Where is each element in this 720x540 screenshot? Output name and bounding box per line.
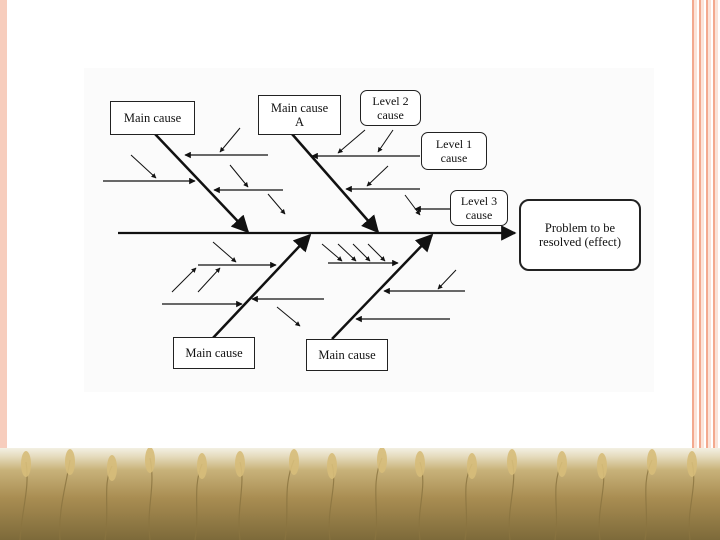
level1-cause-box: Level 1 cause (421, 132, 487, 170)
bone-bottom-left (211, 233, 312, 340)
level3-cause-label: Level 3 cause (460, 194, 498, 222)
bone-top-left (154, 133, 250, 234)
level2-cause-box: Level 2 cause (360, 90, 421, 126)
main-cause-a-box: Main cause A (258, 95, 341, 135)
left-accent-band (0, 0, 7, 455)
br-level2-4 (367, 243, 386, 262)
effect-box: Problem to be resolved (effect) (519, 199, 641, 271)
bl-level2-4 (276, 306, 301, 327)
tr-level2-c (366, 165, 389, 187)
wheat-stalks (19, 448, 697, 540)
tr-level2-b (377, 129, 394, 153)
main-cause-top-left-box: Main cause (110, 101, 195, 135)
main-cause-bottom-left-box: Main cause (173, 337, 255, 369)
tl-level2-2 (130, 154, 157, 179)
main-cause-top-left-label: Main cause (123, 111, 182, 125)
tl-level2-1 (219, 127, 241, 153)
tr-level2 (337, 129, 366, 154)
level2-cause-label: Level 2 cause (372, 94, 409, 122)
wheat-field-image (0, 448, 720, 540)
right-accent-band (690, 0, 720, 455)
bone-bottom-right (331, 233, 434, 340)
br-level2-3 (352, 243, 371, 262)
main-cause-bottom-right-label: Main cause (318, 348, 376, 362)
br-level2-2 (337, 243, 357, 262)
main-cause-bottom-left-label: Main cause (185, 346, 243, 360)
br-level2-5 (437, 269, 457, 290)
bl-level2-3 (197, 267, 221, 293)
bl-level2-2 (171, 267, 197, 293)
level1-cause-label: Level 1 cause (435, 137, 473, 165)
tr-level2-d (404, 194, 421, 216)
effect-label: Problem to be resolved (effect) (538, 221, 621, 249)
main-cause-bottom-right-box: Main cause (306, 339, 388, 371)
main-cause-a-label: Main cause A (270, 101, 329, 129)
bl-level2-1 (212, 241, 237, 263)
level3-cause-box: Level 3 cause (450, 190, 508, 226)
bone-top-right (291, 133, 380, 234)
tl-level2-4 (267, 193, 286, 215)
tl-level2-3 (229, 164, 249, 188)
br-level2-1 (321, 243, 343, 262)
